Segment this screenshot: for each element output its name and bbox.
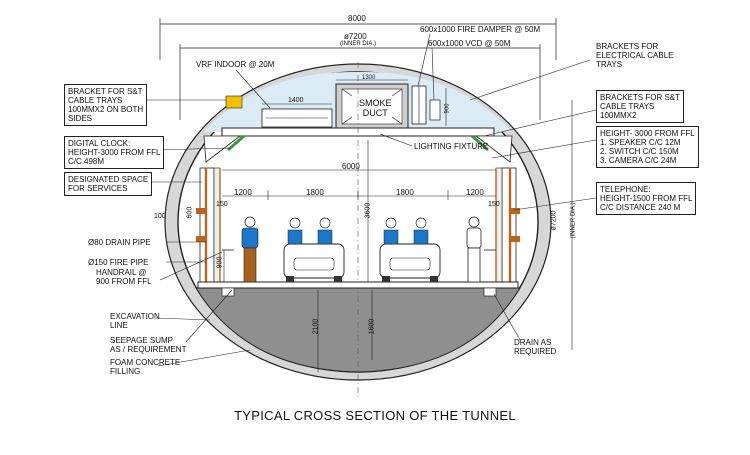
left-service-wall bbox=[196, 167, 221, 285]
dim-1800-b: 1800 bbox=[396, 188, 414, 197]
smoke-duct bbox=[335, 83, 409, 129]
foam-label: FOAM CONCRETE FILLING bbox=[110, 358, 181, 376]
lighting-label: LIGHTING FIXTURE bbox=[414, 142, 489, 151]
smoke-duct-label: SMOKE DUCT bbox=[359, 98, 392, 118]
ceiling-dimensions bbox=[262, 79, 447, 126]
dim-3600: 3600 bbox=[364, 202, 372, 219]
span-dimensions bbox=[222, 100, 573, 372]
brackets-st-right-label: BRACKETS FOR S&T CABLE TRAYS 100MMX2 bbox=[596, 90, 685, 123]
ceiling-width-dim: 1300 bbox=[362, 75, 376, 81]
overall-width-dim: 8000 bbox=[348, 14, 366, 23]
dim-900-rail: 900 bbox=[216, 256, 224, 269]
dim-600: 600 bbox=[186, 206, 194, 219]
designated-space-label: DESIGNATED SPACE FOR SERVICES bbox=[64, 172, 153, 196]
left-pedestrian bbox=[241, 216, 259, 283]
fire-pipe-label: Ø150 FIRE PIPE bbox=[88, 258, 149, 267]
vrf-dim: 1400 bbox=[288, 97, 304, 104]
digital-clock-label: DIGITAL CLOCK: HEIGHT-3000 FROM FFL C/C … bbox=[64, 136, 165, 169]
dim-1200-right: 1200 bbox=[466, 188, 484, 197]
inner-height-note: (INNER DIA.) bbox=[570, 202, 577, 239]
leader-lines bbox=[146, 33, 597, 367]
telephone-label: TELEPHONE: HEIGHT-1500 FROM FFL C/C DIST… bbox=[596, 182, 697, 215]
vrf-label: VRF INDOOR @ 20M bbox=[196, 60, 275, 69]
foam-filling bbox=[195, 287, 521, 373]
handrail-label: HANDRAIL @ 900 FROM FFL bbox=[96, 268, 152, 286]
floor-slab bbox=[197, 281, 519, 297]
dim-1800-a: 1800 bbox=[306, 188, 324, 197]
height-3000-label: HEIGHT- 3000 FROM FFL 1. SPEAKER C/C 12M… bbox=[596, 126, 699, 168]
right-pedestrian bbox=[466, 216, 482, 283]
drain-pipe-label: Ø80 DRAIN PIPE bbox=[88, 238, 151, 247]
green-brackets bbox=[227, 134, 489, 152]
fire-damper-label: 600x1000 FIRE DAMPER @ 50M bbox=[420, 25, 541, 34]
excavation-label: EXCAVATION LINE bbox=[110, 312, 160, 330]
left-cart bbox=[283, 217, 345, 282]
dim-1200-left: 1200 bbox=[234, 188, 252, 197]
bracket-st-left-label: BRACKET FOR S&T CABLE TRAYS 100MMX2 ON B… bbox=[64, 84, 148, 126]
dim-150-right: 150 bbox=[488, 201, 500, 208]
right-cart bbox=[379, 217, 441, 282]
brackets-electrical-label: BRACKETS FOR ELECTRICAL CABLE TRAYS bbox=[596, 42, 674, 69]
inner-width-note: (INNER DIA.) bbox=[340, 41, 376, 47]
fire-damper bbox=[411, 85, 441, 125]
right-service-wall bbox=[495, 167, 520, 285]
ceiling-haunches bbox=[203, 135, 513, 163]
inner-height-dim: ø7200 bbox=[550, 210, 558, 231]
dim-100: 100 bbox=[154, 213, 166, 220]
overall-dimension bbox=[159, 18, 557, 120]
digital-clock bbox=[225, 95, 243, 109]
inner-width-dim: ø7200 bbox=[344, 32, 367, 41]
diagram-title: TYPICAL CROSS SECTION OF THE TUNNEL bbox=[234, 408, 516, 423]
vrf-indoor-unit bbox=[261, 108, 333, 128]
drain-as-label: DRAIN AS REQUIRED bbox=[514, 338, 557, 356]
vcd-label: 600x1000 VCD @ 50M bbox=[428, 39, 511, 48]
dim-150-left: 150 bbox=[216, 201, 228, 208]
dim-1600: 1600 bbox=[368, 318, 376, 335]
duct-height-dim: 900 bbox=[444, 103, 451, 114]
dim-2100: 2100 bbox=[312, 318, 320, 335]
seepage-label: SEEPAGE SUMP AS / REQUIREMENT bbox=[110, 336, 187, 354]
dim-6000: 6000 bbox=[342, 162, 360, 171]
